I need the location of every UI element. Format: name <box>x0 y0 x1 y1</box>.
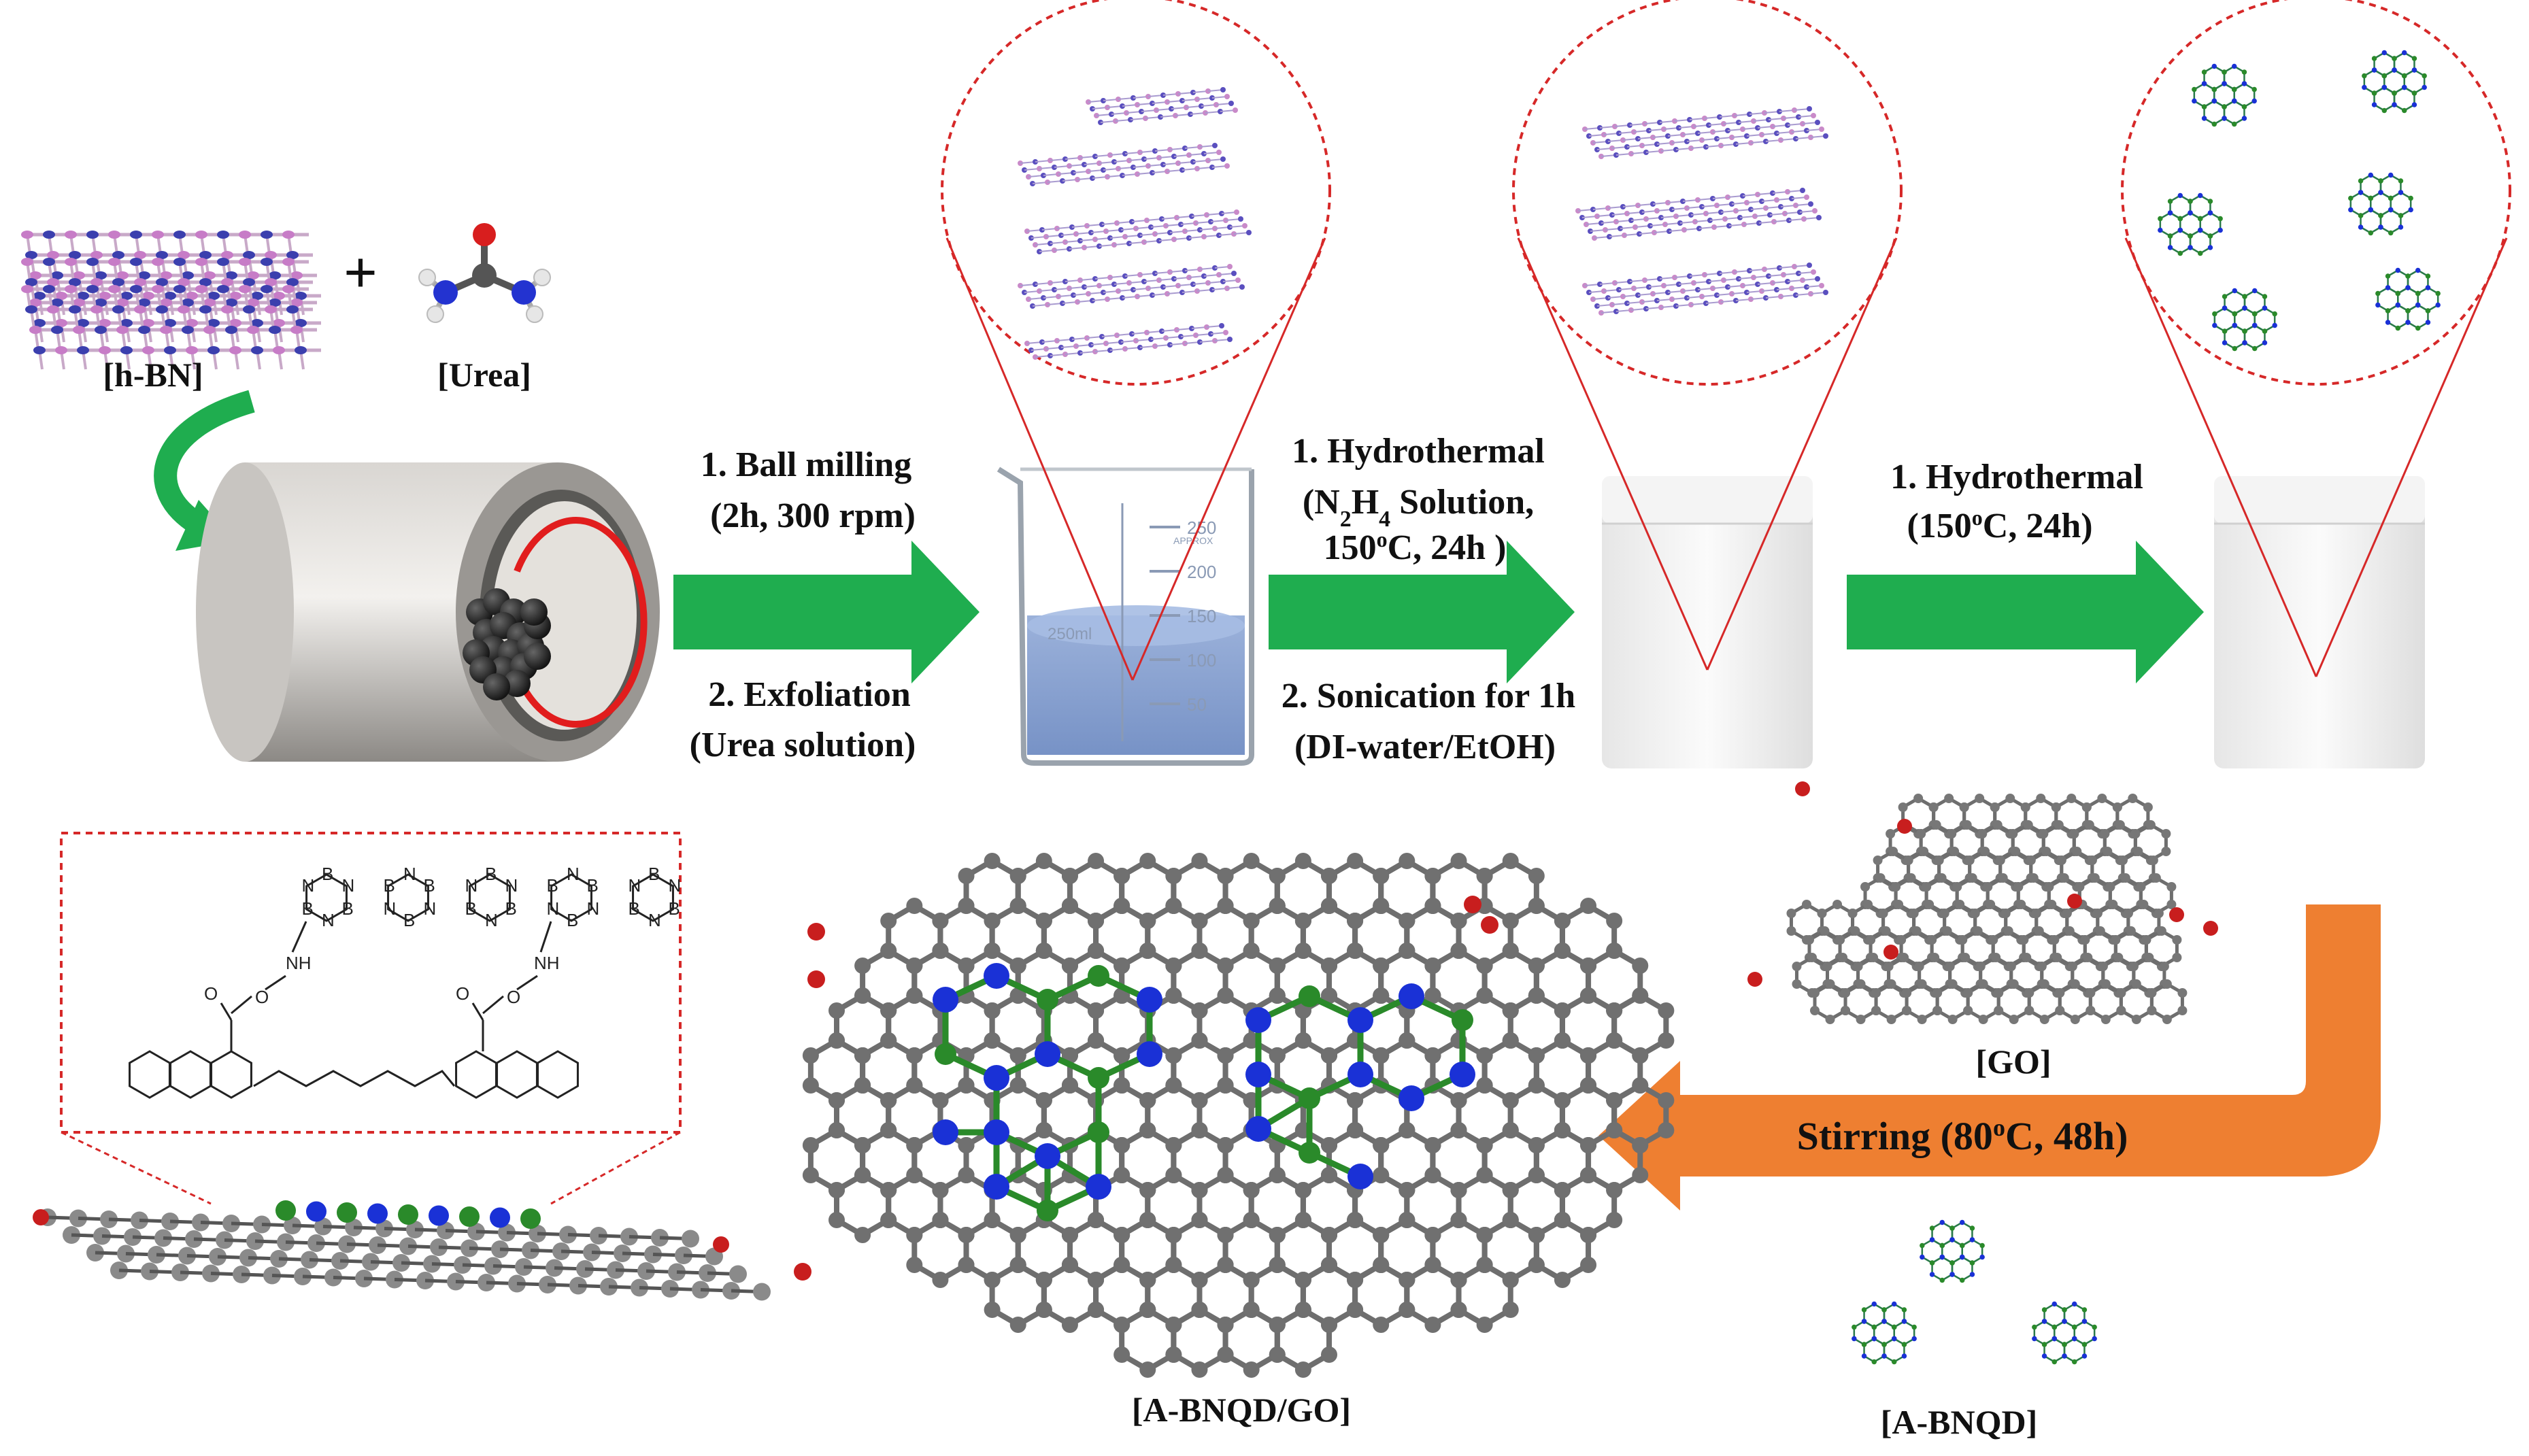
ball-mill-drum <box>196 462 660 762</box>
a-bnqd-particles <box>1852 1219 2097 1365</box>
arrow-hydrothermal-1 <box>1269 541 1575 683</box>
a-bnqd-go-composite <box>794 853 1675 1378</box>
beaker-tick-50: 50 <box>1187 694 1207 715</box>
svg-text:B: B <box>384 875 395 896</box>
svg-text:O: O <box>255 987 269 1007</box>
svg-text:B: B <box>302 898 314 919</box>
autoclave-jar-2 <box>2214 476 2425 768</box>
step-exfoliation-cond: (Urea solution) <box>690 726 916 764</box>
step-hydrothermal-2-cond: (150oC, 24h) <box>1907 505 2092 545</box>
beaker-volume: 250ml <box>1048 625 1092 643</box>
autoclave-jar-1 <box>1602 476 1813 768</box>
svg-text:B: B <box>629 898 640 919</box>
hbn-lattice-image <box>21 231 321 370</box>
urea-label: [Urea] <box>437 356 531 394</box>
svg-text:NH: NH <box>286 953 312 973</box>
svg-text:N: N <box>668 875 681 896</box>
zoom-exfoliated-sheets <box>941 0 1331 681</box>
graphene-oxide-sheet <box>1747 781 2218 1024</box>
go-label: [GO] <box>1975 1043 2051 1081</box>
svg-text:N: N <box>423 898 436 919</box>
svg-text:O: O <box>456 983 469 1004</box>
svg-text:B: B <box>567 910 578 930</box>
svg-text:O: O <box>204 983 218 1004</box>
hbn-label: [h-BN] <box>103 356 203 394</box>
svg-text:B: B <box>648 864 660 884</box>
arrow-ball-milling <box>673 541 979 683</box>
milling-balls <box>463 588 551 700</box>
svg-text:N: N <box>403 864 416 884</box>
svg-text:N: N <box>547 898 560 919</box>
svg-text:B: B <box>322 864 333 884</box>
step-hydrothermal-2: 1. Hydrothermal <box>1890 458 2143 496</box>
svg-text:NH: NH <box>534 953 560 973</box>
svg-text:B: B <box>547 875 558 896</box>
svg-text:B: B <box>505 898 516 919</box>
step-stirring: Stirring (80oC, 48h) <box>1797 1114 2128 1158</box>
side-view-sheet <box>33 1200 771 1301</box>
svg-text:N: N <box>384 898 397 919</box>
step-sonication: 2. Sonication for 1h <box>1282 677 1576 715</box>
beaker: 250 200 150 100 50 250ml APPROX <box>996 467 1254 766</box>
step-ball-milling: 1. Ball milling <box>701 445 912 484</box>
a-bnqd-label: [A-BNQD] <box>1881 1403 2038 1441</box>
svg-text:N: N <box>465 875 478 896</box>
svg-text:B: B <box>423 875 435 896</box>
arrow-hydrothermal-2 <box>1847 541 2204 683</box>
svg-text:B: B <box>341 898 353 919</box>
beaker-tick-150: 150 <box>1187 606 1216 626</box>
svg-text:N: N <box>648 910 661 930</box>
svg-text:B: B <box>403 910 415 930</box>
a-bnqd-go-label: [A-BNQD/GO] <box>1132 1391 1351 1429</box>
beaker-tick-100: 100 <box>1187 650 1216 671</box>
svg-text:N: N <box>629 875 641 896</box>
svg-text:O: O <box>507 987 520 1007</box>
zoom-nanosheets <box>1512 0 1903 671</box>
svg-text:N: N <box>586 898 599 919</box>
svg-text:N: N <box>567 864 580 884</box>
plus-sign: + <box>344 240 378 306</box>
step-hydrothermal-1-cond: 150oC, 24h ) <box>1324 527 1507 567</box>
svg-text:B: B <box>465 898 477 919</box>
beaker-tick-200: 200 <box>1187 562 1216 582</box>
svg-text:N: N <box>341 875 354 896</box>
arrow-stirring <box>1598 904 2381 1210</box>
step-sonication-solvent: (DI-water/EtOH) <box>1294 728 1556 766</box>
step-n2h4: (N2H4 Solution, <box>1303 483 1534 532</box>
svg-text:N: N <box>322 910 335 930</box>
step-hydrothermal-1: 1. Hydrothermal <box>1292 432 1545 471</box>
zoom-quantum-dots <box>2121 0 2511 677</box>
step-exfoliation: 2. Exfoliation <box>708 675 911 714</box>
step-ball-milling-cond: (2h, 300 rpm) <box>710 496 916 535</box>
svg-text:B: B <box>586 875 598 896</box>
svg-text:N: N <box>485 910 498 930</box>
svg-text:B: B <box>485 864 497 884</box>
svg-text:B: B <box>668 898 680 919</box>
urea-molecule <box>418 223 551 323</box>
svg-text:N: N <box>505 875 518 896</box>
svg-text:N: N <box>302 875 315 896</box>
